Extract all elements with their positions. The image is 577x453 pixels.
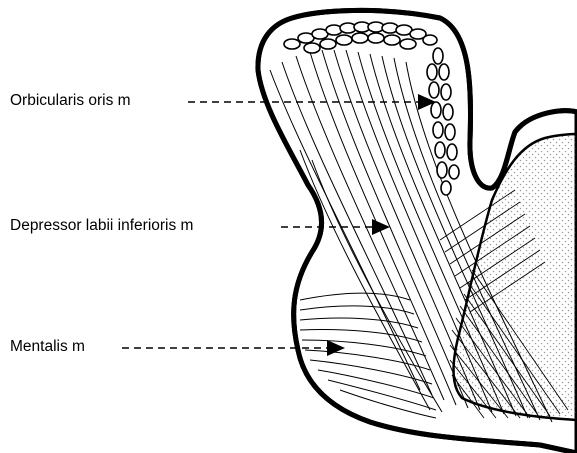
- mentalis-label: Mentalis m: [10, 338, 85, 356]
- orbicularis-oris-label: Orbicularis oris m: [10, 92, 131, 110]
- depressor-labii-label: Depressor labii inferioris m: [10, 217, 193, 235]
